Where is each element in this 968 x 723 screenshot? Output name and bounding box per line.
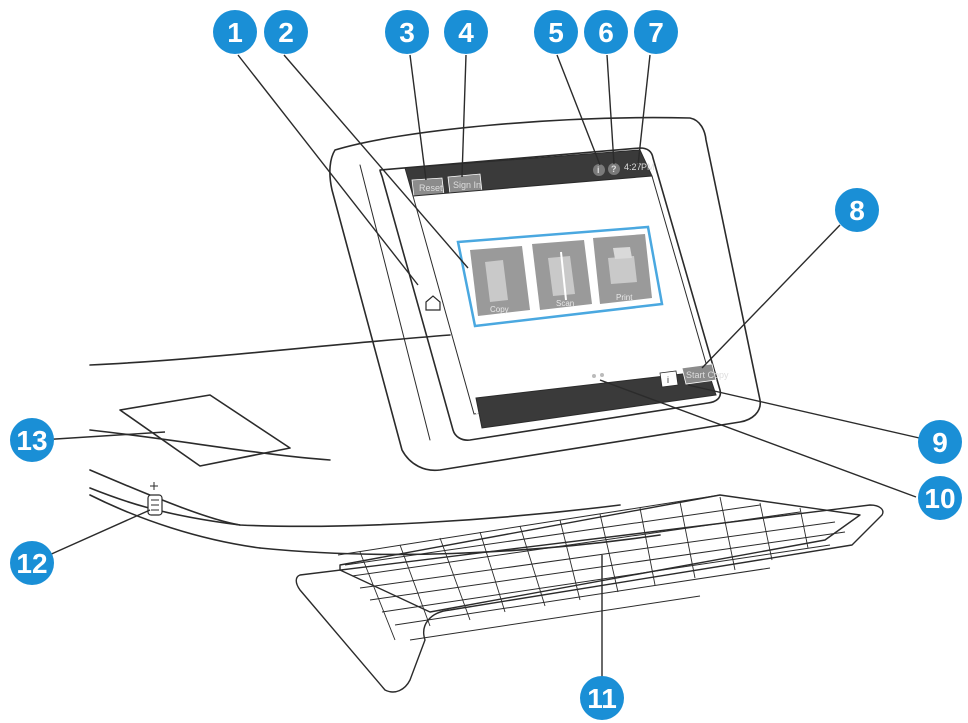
start-copy-button-label: Start Copy bbox=[686, 370, 729, 380]
svg-text:1: 1 bbox=[227, 17, 243, 48]
home-screen-apps: Copy Scan Print bbox=[470, 234, 652, 316]
info-button[interactable]: i bbox=[659, 370, 679, 388]
printer-body bbox=[89, 334, 661, 556]
help-icon[interactable]: ? bbox=[608, 163, 620, 175]
reset-button-label: Reset bbox=[419, 183, 443, 193]
sign-in-button-label: Sign In bbox=[453, 180, 481, 190]
callout-12: 12 bbox=[10, 541, 54, 585]
callout-11: 11 bbox=[580, 676, 624, 720]
scan-app-label: Scan bbox=[556, 299, 574, 308]
page-indicator[interactable] bbox=[592, 373, 604, 378]
svg-text:12: 12 bbox=[16, 548, 47, 579]
hardware-integration-pocket bbox=[119, 394, 291, 467]
callout-6: 6 bbox=[584, 10, 628, 54]
svg-text:4: 4 bbox=[458, 17, 474, 48]
callout-3: 3 bbox=[385, 10, 429, 54]
callout-1: 1 bbox=[213, 10, 257, 54]
print-app-label: Print bbox=[616, 293, 633, 302]
start-copy-button[interactable]: Start Copy bbox=[681, 363, 729, 385]
physical-keyboard[interactable] bbox=[295, 494, 884, 693]
callout-10: 10 bbox=[918, 476, 962, 520]
svg-text:7: 7 bbox=[648, 17, 664, 48]
svg-text:2: 2 bbox=[278, 17, 294, 48]
current-time: 4:27 bbox=[624, 162, 642, 172]
callout-2: 2 bbox=[264, 10, 308, 54]
svg-text:5: 5 bbox=[548, 17, 564, 48]
svg-text:i: i bbox=[597, 165, 600, 175]
callout-9: 9 bbox=[918, 420, 962, 464]
svg-text:8: 8 bbox=[849, 195, 865, 226]
svg-text:6: 6 bbox=[598, 17, 614, 48]
svg-text:13: 13 bbox=[16, 425, 47, 456]
touchscreen-display[interactable]: Reset Sign In i ? 4:27 PM Copy bbox=[404, 149, 729, 429]
info-button-label: i bbox=[667, 375, 669, 385]
callout-7: 7 bbox=[634, 10, 678, 54]
print-app-tile[interactable]: Print bbox=[593, 234, 652, 304]
svg-text:11: 11 bbox=[587, 683, 617, 714]
callout-13: 13 bbox=[10, 418, 54, 462]
copy-app-tile[interactable]: Copy bbox=[470, 246, 530, 316]
home-icon[interactable] bbox=[425, 295, 441, 311]
svg-text:3: 3 bbox=[399, 17, 415, 48]
callout-leader-lines bbox=[37, 54, 929, 690]
current-time-suffix: PM bbox=[641, 162, 655, 172]
usb-port[interactable] bbox=[147, 482, 163, 516]
copy-app-label: Copy bbox=[490, 305, 509, 314]
callout-badges: 1 2 3 4 5 6 7 8 bbox=[10, 10, 962, 720]
callout-4: 4 bbox=[444, 10, 488, 54]
scan-app-tile[interactable]: Scan bbox=[532, 240, 592, 310]
control-panel-frame bbox=[329, 116, 762, 472]
svg-text:10: 10 bbox=[924, 483, 955, 514]
information-icon[interactable]: i bbox=[593, 164, 605, 176]
svg-text:?: ? bbox=[611, 164, 617, 174]
app-area-highlight bbox=[456, 225, 664, 328]
callout-5: 5 bbox=[534, 10, 578, 54]
usb-icon bbox=[150, 482, 158, 490]
callout-8: 8 bbox=[835, 188, 879, 232]
svg-text:9: 9 bbox=[932, 427, 948, 458]
